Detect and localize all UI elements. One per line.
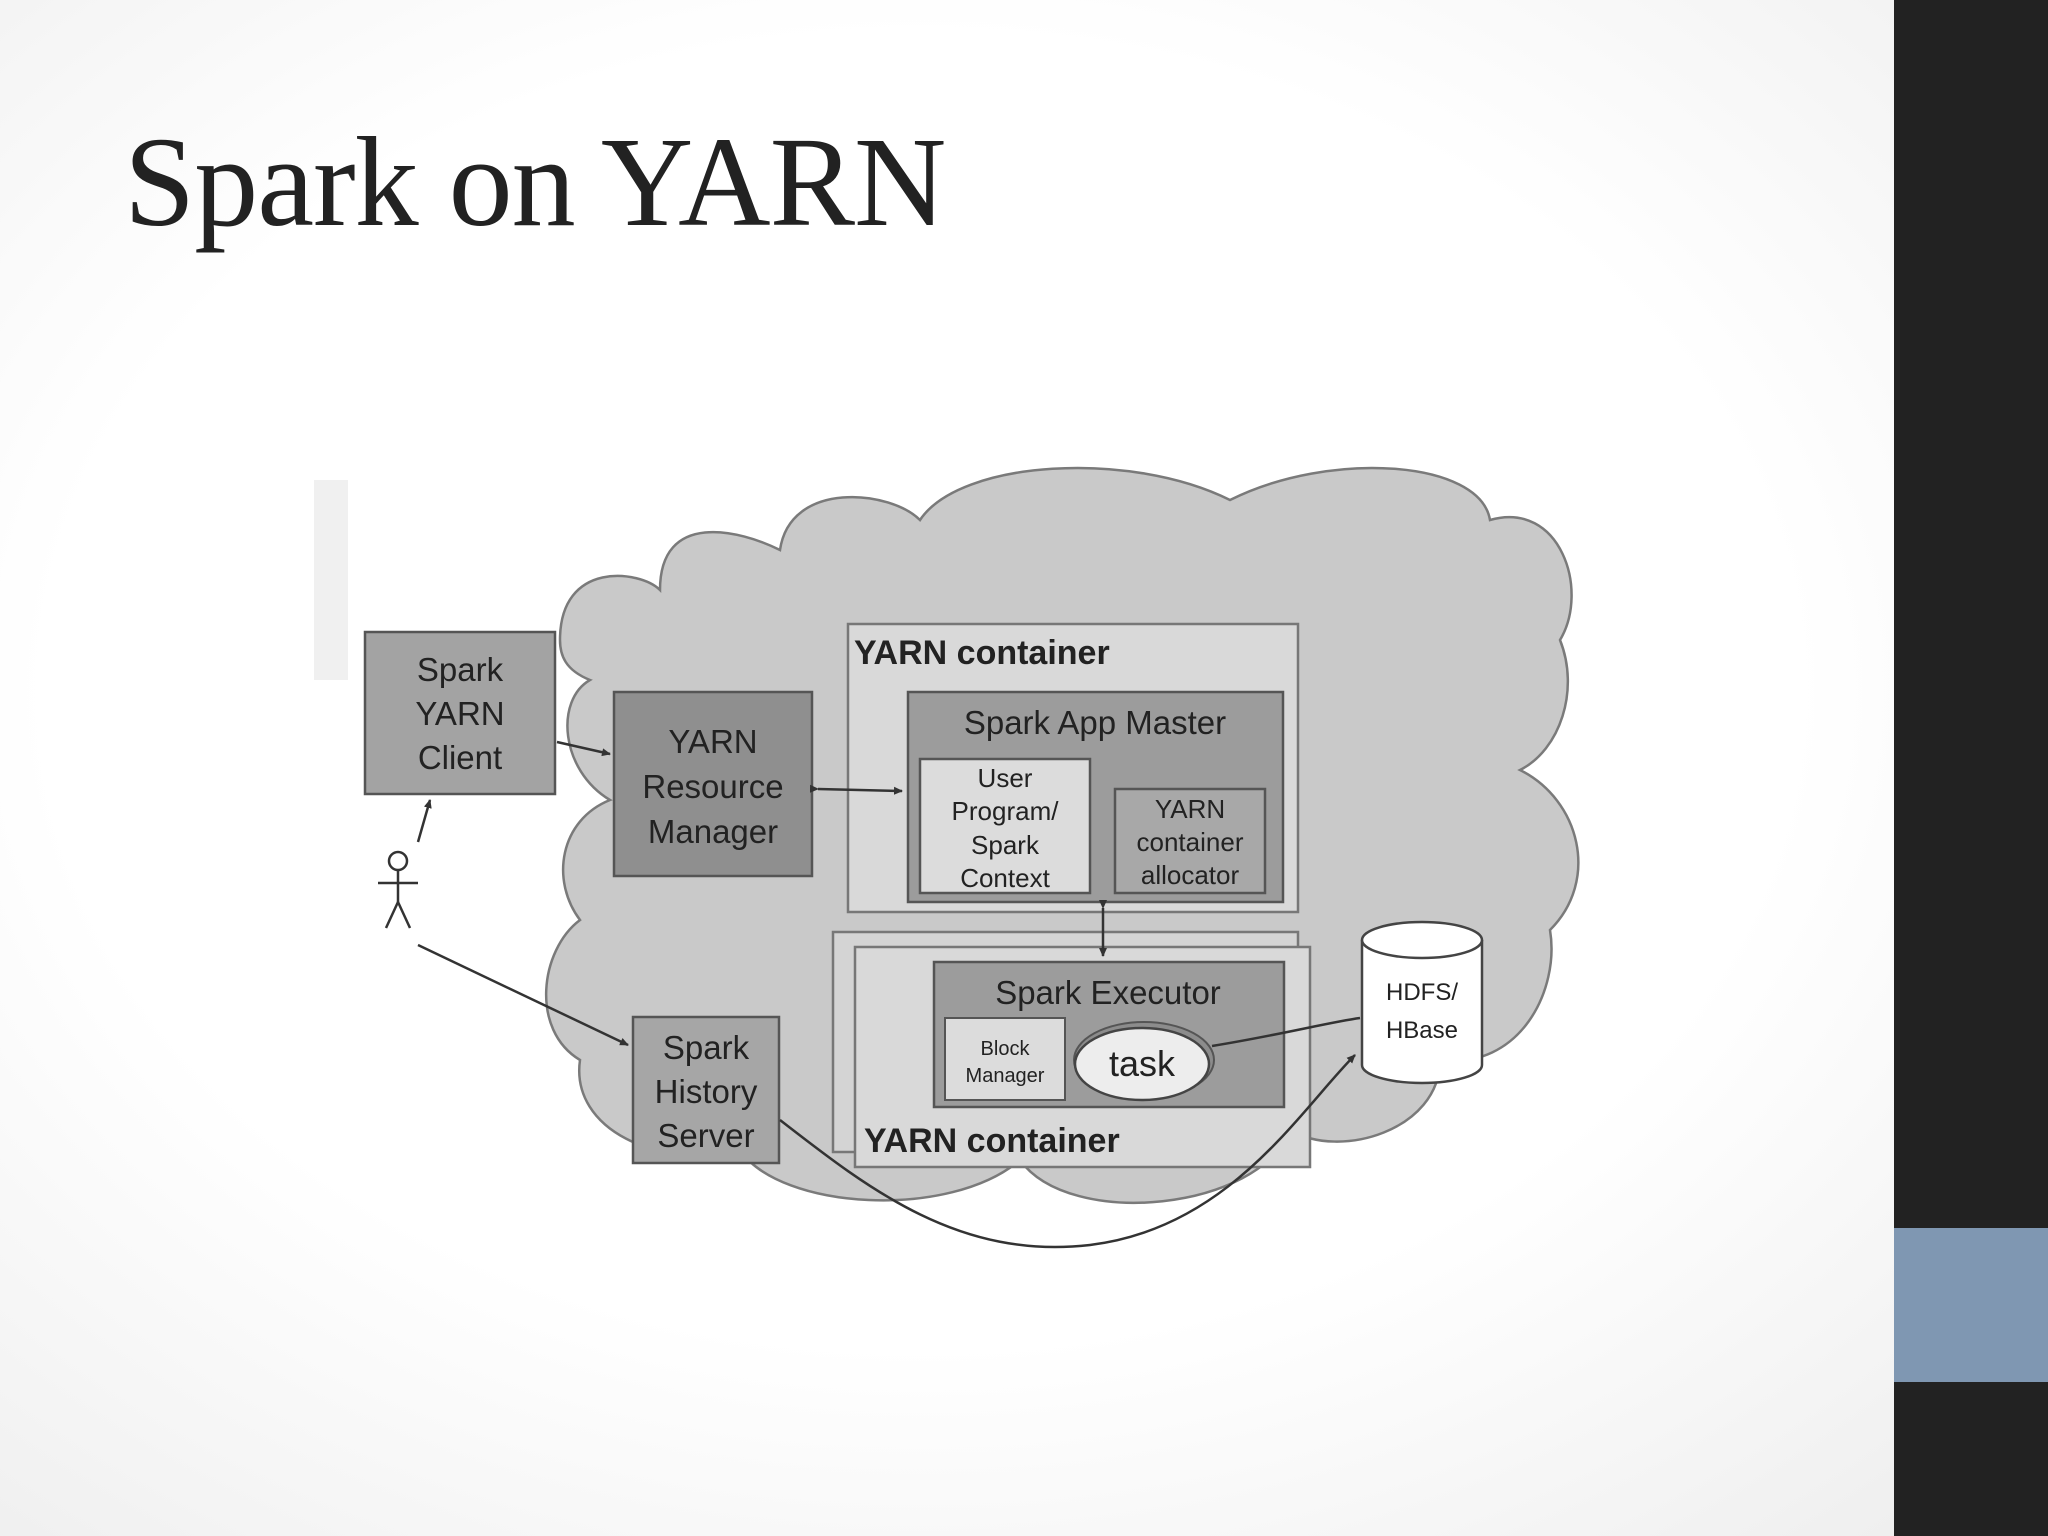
hdfs-hbase-database: HDFS/ HBase bbox=[1360, 920, 1484, 1085]
user-program-label-4: Context bbox=[960, 863, 1050, 893]
task-node: task bbox=[1073, 1021, 1215, 1102]
user-program-label-1: User bbox=[978, 763, 1033, 793]
connector-task-to-hdfs bbox=[1211, 1016, 1361, 1048]
block-manager-label-2: Manager bbox=[966, 1065, 1045, 1087]
hdfs-label-2: HBase bbox=[1386, 1017, 1458, 1044]
allocator-label-1: YARN bbox=[1155, 794, 1225, 824]
user-stick-figure bbox=[378, 850, 418, 929]
yarn-container-top-label: YARN container bbox=[854, 634, 1110, 672]
user-program-box: User Program/ Spark Context bbox=[918, 757, 1092, 895]
history-server-label-1: Spark bbox=[663, 1029, 750, 1066]
connector-client-to-resource-manager bbox=[556, 740, 611, 757]
spark-executor-label: Spark Executor bbox=[995, 974, 1221, 1011]
spark-yarn-client-label-3: Client bbox=[418, 739, 502, 776]
connector-user-to-client bbox=[416, 799, 432, 843]
spark-app-master-label: Spark App Master bbox=[964, 704, 1226, 741]
history-server-label-2: History bbox=[655, 1073, 758, 1110]
resource-manager-label-2: Resource bbox=[642, 768, 783, 805]
container-allocator-box: YARN container allocator bbox=[1113, 787, 1267, 895]
image-edge bbox=[314, 480, 348, 680]
allocator-label-2: container bbox=[1137, 827, 1244, 857]
hdfs-label-1: HDFS/ bbox=[1386, 979, 1458, 1006]
slide-title: Spark on YARN bbox=[124, 111, 946, 253]
user-program-label-2: Program/ bbox=[952, 796, 1060, 826]
block-manager-label-1: Block bbox=[981, 1038, 1031, 1060]
spark-yarn-client-label-2: YARN bbox=[415, 695, 504, 732]
resource-manager-label-3: Manager bbox=[648, 813, 778, 850]
spark-yarn-client-box: Spark YARN Client bbox=[363, 630, 557, 796]
side-accent bbox=[1894, 1228, 2048, 1382]
history-server-label-3: Server bbox=[657, 1117, 754, 1154]
user-program-label-3: Spark bbox=[971, 830, 1040, 860]
yarn-container-bottom-label: YARN container bbox=[864, 1122, 1120, 1160]
spark-yarn-client-label-1: Spark bbox=[417, 651, 504, 688]
spark-history-server-box: Spark History Server bbox=[631, 1015, 781, 1165]
task-label: task bbox=[1109, 1043, 1176, 1084]
block-manager-box: Block Manager bbox=[944, 1017, 1066, 1101]
resource-manager-label-1: YARN bbox=[668, 723, 757, 760]
connector-resource-manager-app-master bbox=[809, 784, 903, 795]
connector-user-to-history-server bbox=[417, 943, 629, 1047]
connector-history-server-to-hdfs bbox=[779, 1054, 1356, 1249]
allocator-label-3: allocator bbox=[1141, 860, 1240, 890]
yarn-resource-manager-box: YARN Resource Manager bbox=[612, 690, 814, 878]
